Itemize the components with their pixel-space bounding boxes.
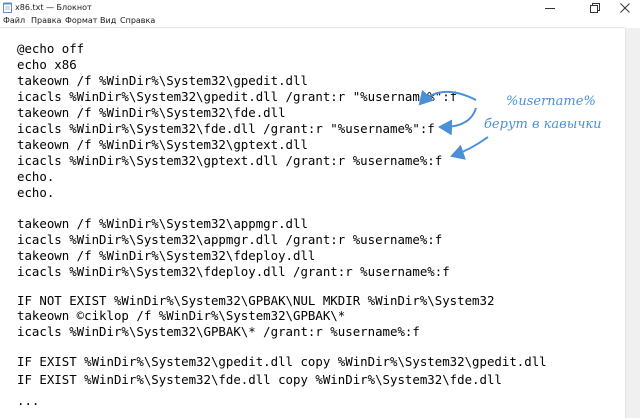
code-line: icacls %WinDir%\System32\fde.dll /grant:…: [17, 121, 435, 136]
annotation-line-2: берут в кавычки: [484, 117, 602, 132]
code-line: takeown /f %WinDir%\System32\fde.dll: [17, 105, 286, 120]
code-line: icacls %WinDir%\System32\gpedit.dll /gra…: [17, 89, 458, 104]
maximize-icon: [590, 2, 600, 13]
menu-format[interactable]: Формат: [65, 16, 98, 25]
menu-help[interactable]: Справка: [120, 16, 156, 25]
code-line: icacls %WinDir%\System32\GPBAK\* /grant:…: [17, 324, 420, 339]
menu-bar: Файл Правка Формат Вид Справка: [0, 15, 640, 27]
notepad-icon: [3, 2, 12, 13]
code-line: takeown /f %WinDir%\System32\fdeploy.dll: [17, 248, 316, 263]
code-line: IF EXIST %WinDir%\System32\fde.dll copy …: [17, 372, 502, 387]
annotation-line-1: %username%: [506, 94, 596, 109]
menu-file[interactable]: Файл: [3, 16, 26, 25]
text-editor[interactable]: @echo off echo x86 takeown /f %WinDir%\S…: [0, 28, 625, 418]
minimize-button[interactable]: [535, 0, 565, 15]
menu-view[interactable]: Вид: [100, 16, 117, 25]
code-line: takeown /f %WinDir%\System32\gptext.dll: [17, 137, 308, 152]
code-line: icacls %WinDir%\System32\appmgr.dll /gra…: [17, 232, 443, 247]
code-line: IF EXIST %WinDir%\System32\gpedit.dll co…: [17, 354, 547, 369]
code-line: takeown ©ciklop /f %WinDir%\System32\GPB…: [17, 308, 346, 323]
close-button[interactable]: [610, 0, 640, 15]
menu-edit[interactable]: Правка: [31, 16, 62, 25]
minimize-icon: [545, 7, 555, 9]
close-icon: [620, 2, 630, 13]
code-line: @echo off: [17, 41, 85, 56]
vertical-scrollbar[interactable]: [625, 28, 640, 418]
code-line: ...: [17, 393, 40, 408]
code-line: icacls %WinDir%\System32\gptext.dll /gra…: [17, 153, 443, 168]
code-line: echo.: [17, 185, 55, 200]
code-line: echo x86: [17, 57, 77, 72]
window-title: x86.txt — Блокнот: [15, 3, 92, 12]
code-line: icacls %WinDir%\System32\fdeploy.dll /gr…: [17, 264, 450, 279]
menu-divider: [0, 27, 625, 28]
maximize-button[interactable]: [580, 0, 610, 15]
code-line: takeown /f %WinDir%\System32\gpedit.dll: [17, 73, 308, 88]
code-line: echo.: [17, 169, 55, 184]
title-bar: x86.txt — Блокнот: [0, 0, 640, 15]
code-line: takeown /f %WinDir%\System32\appmgr.dll: [17, 216, 308, 231]
code-line: IF NOT EXIST %WinDir%\System32\GPBAK\NUL…: [17, 293, 495, 308]
